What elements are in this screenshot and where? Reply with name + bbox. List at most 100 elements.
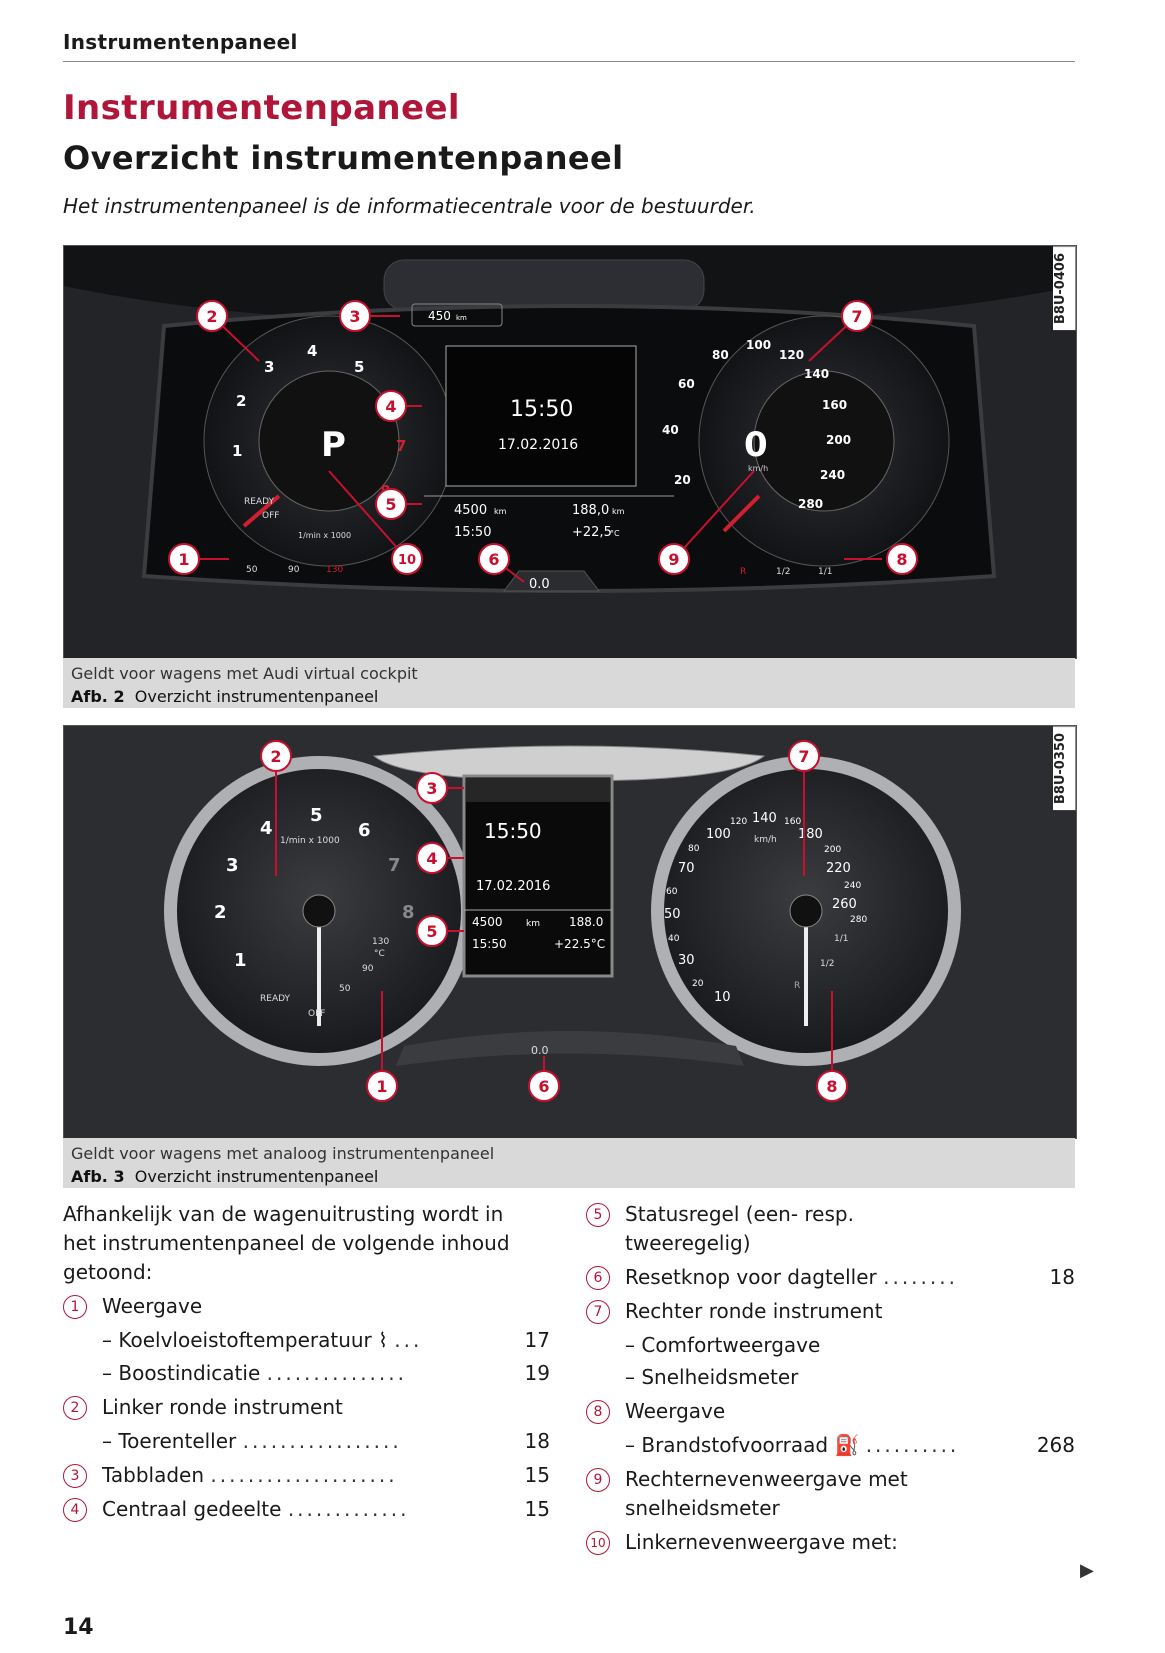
speed-tick: 70: [678, 861, 695, 876]
item-label-continued: snelheidsmeter: [625, 1496, 780, 1520]
status-time: 15:50: [454, 525, 491, 540]
status-trip: 188.0: [569, 915, 603, 929]
callouts: 1 2 3 4 5 6 7 8 9 10: [168, 300, 918, 575]
figure-code: B8U-0350: [1053, 726, 1076, 811]
sub-item-label: – Snelheidsmeter: [625, 1365, 799, 1389]
item-label: Resetknop voor dagteller ........: [625, 1265, 958, 1289]
sub-item-label: – Brandstofvoorraad ⛽ ..........: [625, 1433, 959, 1457]
ready-label: READY: [244, 497, 275, 507]
range-value: 450: [428, 309, 451, 323]
speed-tick: 280: [850, 915, 867, 925]
callout-number: 10: [398, 553, 416, 568]
page-reference: 18: [1049, 1265, 1075, 1289]
callout-marker: [339, 300, 371, 332]
sub-item-text: – Boostindicatie: [102, 1361, 261, 1385]
item-label: Rechternevenweergave met: [625, 1467, 908, 1491]
speed-tick: 10: [714, 990, 731, 1005]
callout-number: 8: [826, 1077, 837, 1096]
fuel-tick: 1/2: [776, 567, 790, 577]
sub-item-text: – Toerenteller: [102, 1429, 237, 1453]
callouts: 1 2 3 4 5 6 7 8: [260, 740, 848, 1102]
callout-marker: [416, 842, 448, 874]
rpm-unit: 1/min x 1000: [280, 836, 340, 846]
speed-needle: [722, 494, 761, 533]
coolant-tick: 130: [326, 565, 343, 575]
speed-tick: 280: [798, 497, 823, 511]
speed-value: 0: [744, 425, 768, 465]
leader-dots: ....................: [210, 1463, 398, 1487]
callout-number: 5: [426, 922, 437, 941]
leader-dots: ........: [883, 1265, 958, 1289]
ready-label: READY: [260, 994, 291, 1004]
speed-tick: 30: [678, 953, 695, 968]
item-number-marker: 1: [63, 1295, 87, 1319]
status-temp: +22,5: [572, 525, 612, 540]
callout-number: 5: [385, 495, 396, 514]
gear-indicator: P: [321, 425, 346, 465]
rpm-tick: 1: [234, 950, 247, 971]
speed-tick-labels: 20 40 60 80 100 120 140 160 200 240 280: [662, 338, 851, 511]
status-trip-unit: km: [612, 507, 625, 516]
continue-arrow-icon: ▶: [1080, 1560, 1094, 1581]
rpm-tick: 3: [264, 358, 274, 376]
callout-number: 6: [538, 1077, 549, 1096]
page-reference: 17: [524, 1328, 550, 1352]
item-label: Linkernevenweergave met:: [625, 1530, 898, 1554]
sub-item-label: – Koelvloeistoftemperatuur ⌇ ...: [102, 1328, 422, 1352]
speed-tick: 200: [824, 845, 841, 855]
display-time: 15:50: [484, 819, 542, 843]
status-odometer: 4500: [454, 503, 487, 518]
callout-lines: [275, 771, 833, 1071]
coolant-gauge: 50 90 130 °C: [339, 937, 389, 994]
sub-item-label: – Comfortweergave: [625, 1333, 821, 1357]
off-label: OFF: [262, 511, 279, 521]
rpm-tick: 4: [260, 818, 273, 839]
status-time: 15:50: [472, 937, 507, 951]
page-reference: 268: [1036, 1433, 1075, 1457]
item-text: Centraal gedeelte: [102, 1497, 282, 1521]
section-subtitle: Overzicht instrumentenpaneel: [63, 139, 624, 177]
display-date: 17.02.2016: [476, 879, 550, 894]
rpm-tick: 8: [402, 902, 415, 923]
callout-marker: [528, 1070, 560, 1102]
caption-note: Geldt voor wagens met analoog instrument…: [71, 1144, 495, 1163]
item-number-marker: 9: [586, 1468, 610, 1492]
speed-unit: km/h: [748, 464, 768, 473]
speed-unit: km/h: [754, 835, 777, 845]
item-label: Rechter ronde instrument: [625, 1299, 883, 1323]
callout-number: 1: [178, 550, 189, 569]
speed-tick: 240: [844, 881, 861, 891]
coolant-temperature-icon: ⌇: [378, 1328, 388, 1352]
fuel-tick: R: [794, 981, 800, 991]
item-number-marker: 8: [586, 1400, 610, 1424]
leader-dots: .................: [242, 1429, 402, 1453]
callout-marker: [196, 300, 228, 332]
caption-note: Geldt voor wagens met Audi virtual cockp…: [71, 664, 418, 683]
speed-tick: 200: [826, 433, 851, 447]
sub-item-label: – Toerenteller .................: [102, 1429, 402, 1453]
hood-vent: [383, 259, 705, 311]
item-label-continued: tweeregelig): [625, 1231, 751, 1255]
fuel-pump-icon: ⛽: [834, 1433, 860, 1457]
off-label: OFF: [308, 1009, 325, 1019]
caption-text: Overzicht instrumentenpaneel: [134, 1167, 379, 1186]
body-intro-line: het instrumentenpaneel de volgende inhou…: [63, 1231, 510, 1255]
callout-marker: [886, 543, 918, 575]
coolant-tick: 90: [288, 565, 300, 575]
status-odometer: 4500: [472, 915, 503, 929]
item-number-marker: 10: [586, 1531, 610, 1555]
caption-title: Afb. 2 Overzicht instrumentenpaneel: [71, 687, 378, 706]
sub-item-text: – Brandstofvoorraad: [625, 1433, 829, 1457]
fuel-gauge: R 1/2 1/1: [740, 567, 832, 577]
speed-tick: 100: [706, 827, 731, 842]
fuel-tick: 1/2: [820, 959, 834, 969]
speed-tick: 80: [712, 348, 729, 362]
rpm-tick: 5: [310, 805, 323, 826]
coolant-gauge: 50 90 130: [246, 565, 343, 575]
rpm-tick-labels: 1 2 3 4 5 6 7 8: [214, 805, 415, 971]
rpm-tick: 6: [358, 820, 371, 841]
callout-marker: [260, 740, 292, 772]
figure-caption: Geldt voor wagens met analoog instrument…: [63, 1138, 1075, 1188]
leader-dots: ...............: [266, 1361, 407, 1385]
callout-marker: [788, 740, 820, 772]
